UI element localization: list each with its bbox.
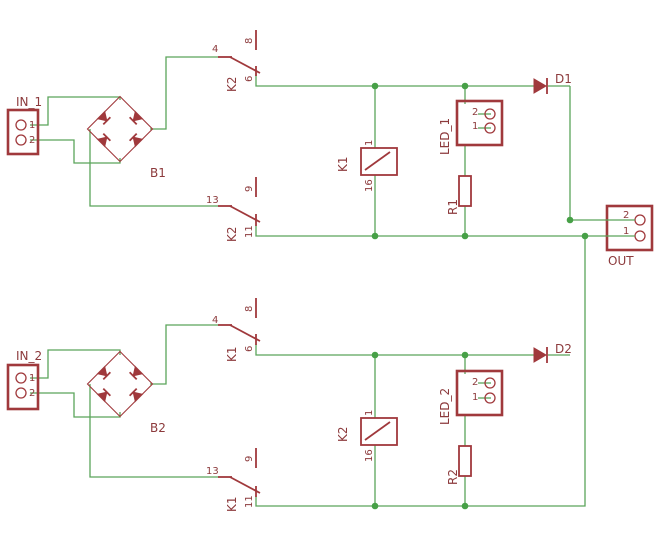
led-1-pin-1: 1 <box>472 121 478 132</box>
led-connector-2: 2 1 LED_2 <box>438 369 504 425</box>
diode-d2: D2 <box>533 342 572 363</box>
contact-lower-b-com-pin: 13 <box>206 466 219 477</box>
coil-k2-pin-1: 1 <box>364 410 375 416</box>
connector-in-1-pin-2: 2 <box>29 135 35 146</box>
contact-upper-b-nc-pin: 9 <box>244 186 255 192</box>
junction-dot <box>371 351 379 359</box>
contact-upper-b-no-pin: 11 <box>244 225 255 238</box>
coil-k2-pin-16: 16 <box>364 449 375 462</box>
connector-in-2-pin-2: 2 <box>29 388 35 399</box>
connector-in-1-pin-1: 1 <box>29 120 35 131</box>
contact-upper-b-com-pin: 13 <box>206 195 219 206</box>
contact-lower-a-com-pin: 4 <box>212 315 218 326</box>
connector-in-2: IN_2 1 2 <box>6 349 42 411</box>
coil-k1-pin-1: 1 <box>364 140 375 146</box>
connector-in-2-pin-1: 1 <box>29 373 35 384</box>
contact-upper-a-ref: K2 <box>225 76 239 92</box>
contact-lower-a-no-pin: 6 <box>244 346 255 352</box>
bridge-b1-label: B1 <box>150 166 166 180</box>
relay-contact-lower-a: 4 8 6 K1 <box>212 298 261 362</box>
bridge-rectifier-b2: B2 <box>86 350 166 435</box>
contact-upper-a-no-pin: 6 <box>244 76 255 82</box>
connector-out-pin-2: 2 <box>623 210 629 221</box>
junction-dot <box>461 82 469 90</box>
coil-k2-ref: K2 <box>336 426 350 442</box>
diode-d1-label: D1 <box>555 72 572 86</box>
connector-in-1-label: IN_1 <box>16 95 42 109</box>
junction-dot <box>581 232 589 240</box>
led-2-pin-1: 1 <box>472 392 478 403</box>
connector-out: 2 1 OUT <box>605 204 654 268</box>
junction-dot <box>371 82 379 90</box>
relay-contact-upper-a: 4 8 6 K2 <box>212 30 261 92</box>
contact-lower-a-nc-pin: 8 <box>244 306 255 312</box>
junction-dot <box>461 502 469 510</box>
resistor-r1: R1 <box>446 175 472 215</box>
connector-out-label: OUT <box>608 254 634 268</box>
junctions <box>371 82 589 510</box>
contact-upper-a-com-pin: 4 <box>212 44 218 55</box>
junction-dot <box>566 216 574 224</box>
coil-k1-pin-16: 16 <box>364 179 375 192</box>
relay-coil-k1: K1 1 16 <box>336 140 398 192</box>
led-1-label: LED_1 <box>438 118 452 155</box>
wires <box>30 56 606 507</box>
relay-coil-k2: K2 1 16 <box>336 410 398 462</box>
resistor-r2-label: R2 <box>446 469 460 485</box>
contact-lower-b-nc-pin: 9 <box>244 456 255 462</box>
junction-dot <box>371 502 379 510</box>
led-1-pin-2: 2 <box>472 107 478 118</box>
connector-in-2-label: IN_2 <box>16 349 42 363</box>
relay-contact-upper-b: 13 9 11 K2 <box>206 177 261 242</box>
junction-dot <box>371 232 379 240</box>
bridge-b2-label: B2 <box>150 421 166 435</box>
led-2-label: LED_2 <box>438 388 452 425</box>
contact-lower-b-ref: K1 <box>225 496 239 512</box>
diode-d1: D1 <box>533 72 572 94</box>
contact-upper-b-ref: K2 <box>225 226 239 242</box>
contact-lower-b-no-pin: 11 <box>244 495 255 508</box>
led-2-pin-2: 2 <box>472 377 478 388</box>
led-connector-1: 2 1 LED_1 <box>438 99 504 155</box>
diode-d2-label: D2 <box>555 342 572 356</box>
connector-in-1: IN_1 1 2 <box>6 95 42 156</box>
bridge-rectifier-b1: B1 <box>86 95 166 180</box>
resistor-r2: R2 <box>446 445 472 485</box>
coil-k1-ref: K1 <box>336 156 350 172</box>
junction-dot <box>461 351 469 359</box>
relay-contact-lower-b: 13 9 11 K1 <box>206 448 261 512</box>
contact-lower-a-ref: K1 <box>225 346 239 362</box>
junction-dot <box>461 232 469 240</box>
resistor-r1-label: R1 <box>446 199 460 215</box>
connector-out-pin-1: 1 <box>623 226 629 237</box>
contact-upper-a-nc-pin: 8 <box>244 38 255 44</box>
